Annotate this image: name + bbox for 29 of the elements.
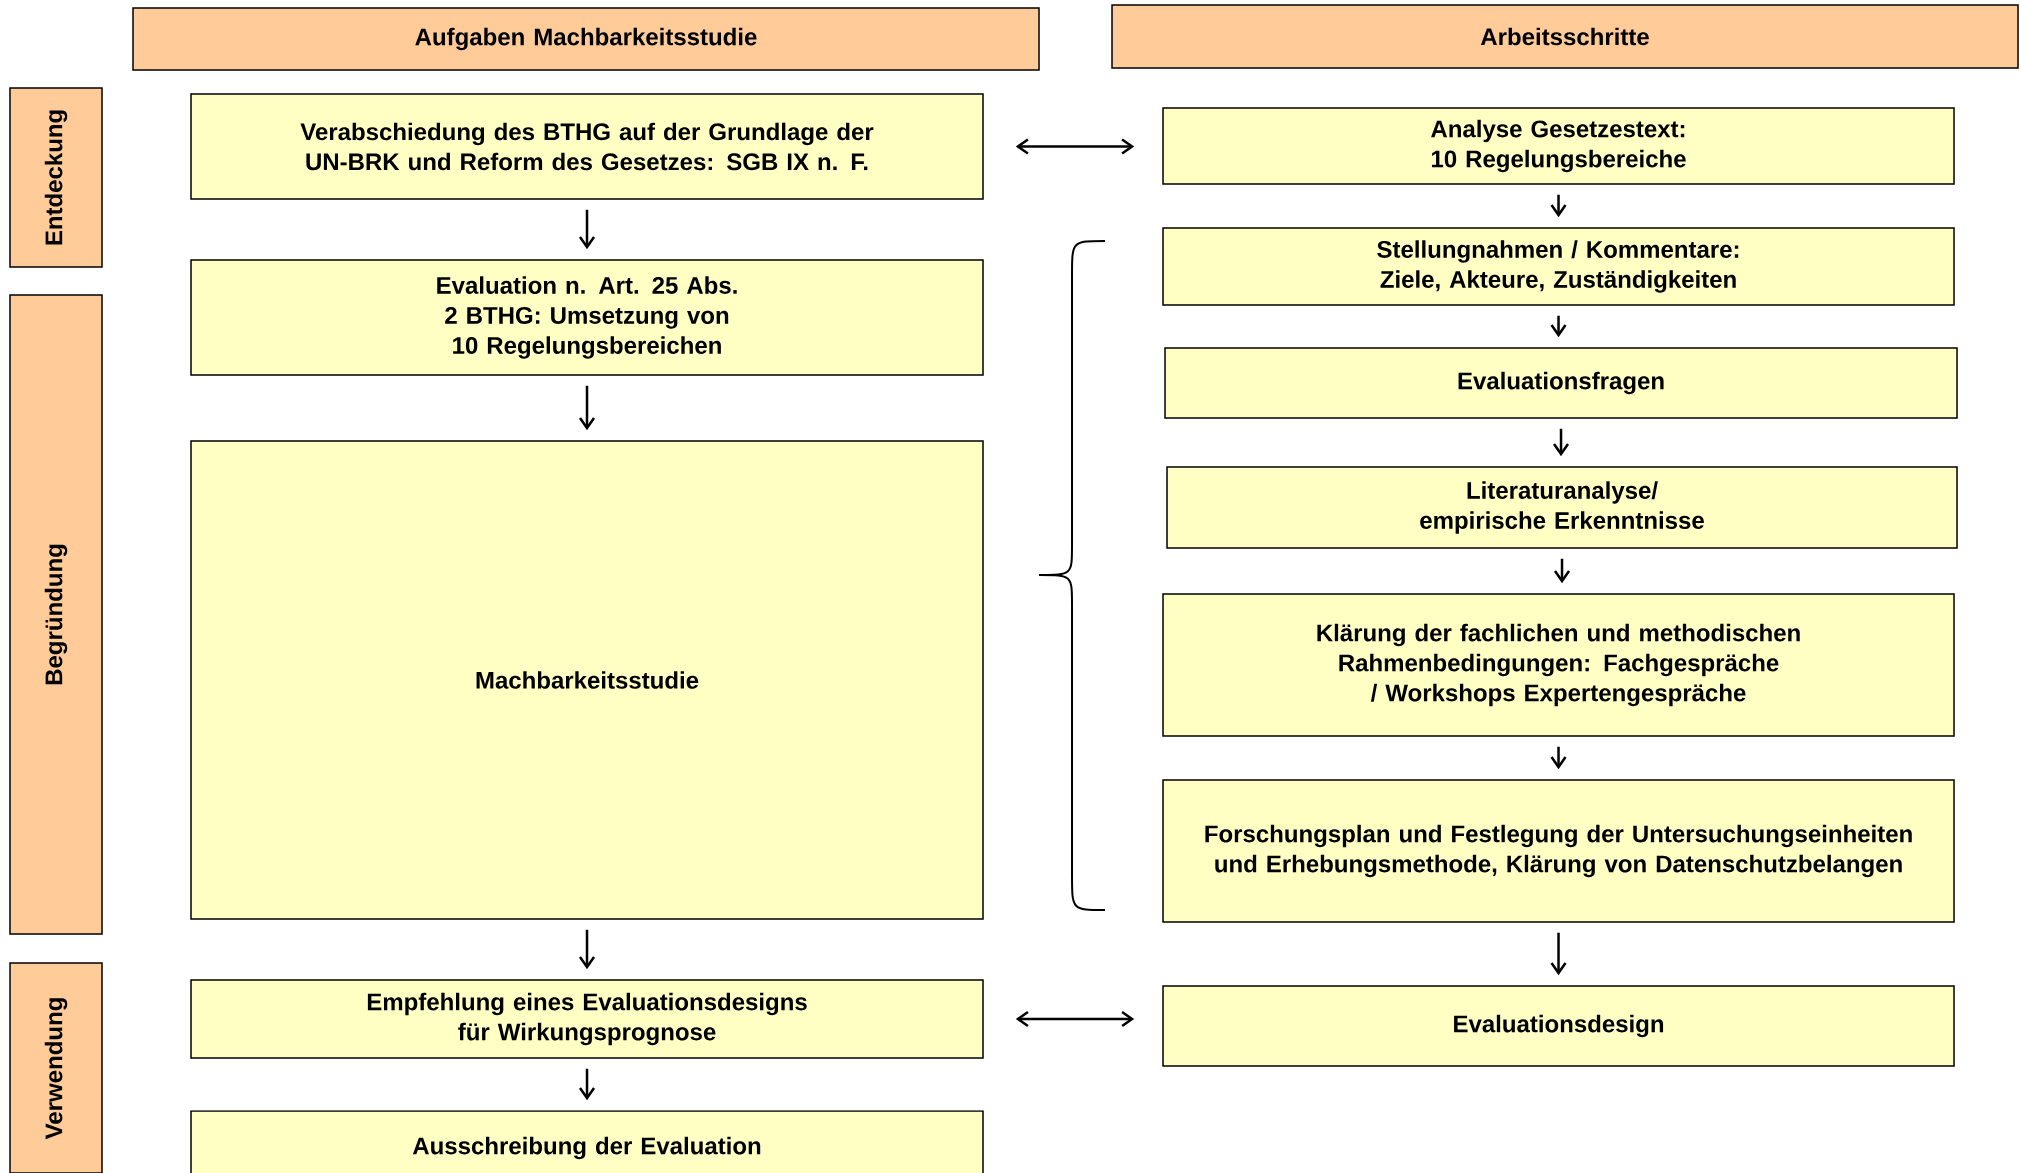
process-box: Ausschreibung der Evaluation — [190, 1110, 984, 1173]
phase-label: Begründung — [9, 294, 103, 935]
process-box: Verabschiedung des BTHG auf der Grundlage der UN-BRK und Reform des Gesetzes: SGB IX n. F. — [190, 93, 984, 200]
arrow — [1550, 932, 1567, 976]
process-box: Forschungsplan und Festlegung der Untersuchungseinheiten und Erhebungsmethode, Klärung von Datenschutzbelangen — [1162, 779, 1955, 923]
process-box: Klärung der fachlichen und methodischen Rahmenbedingungen: Fachgespräche / Workshops Expertengespräche — [1162, 593, 1955, 737]
arrow — [1550, 746, 1567, 770]
arrow — [1550, 315, 1567, 338]
process-box: Stellungnahmen / Kommentare: Ziele, Akteure, Zuständigkeiten — [1162, 227, 1955, 306]
arrow — [1015, 138, 1135, 155]
arrow — [1554, 558, 1571, 584]
arrow — [579, 209, 596, 250]
process-box: Literaturanalyse/ empirische Erkenntnisse — [1166, 466, 1958, 549]
process-box: Evaluation n. Art. 25 Abs. 2 BTHG: Umsetzung von 10 Regelungsbereichen — [190, 259, 984, 376]
column-header: Arbeitsschritte — [1111, 4, 2019, 69]
arrow — [1553, 428, 1570, 457]
arrow — [1550, 194, 1567, 218]
arrow — [579, 385, 596, 431]
process-box: Evaluationsdesign — [1162, 985, 1955, 1067]
process-box: Evaluationsfragen — [1164, 347, 1958, 419]
column-header: Aufgaben Machbarkeitsstudie — [132, 7, 1040, 71]
process-box: Empfehlung eines Evaluationsdesigns für Wirkungsprognose — [190, 979, 984, 1059]
phase-label: Entdeckung — [9, 87, 103, 268]
arrow — [579, 1068, 596, 1101]
process-box: Machbarkeitsstudie — [190, 440, 984, 920]
phase-label: Verwendung — [9, 962, 103, 1173]
process-box: Analyse Gesetzestext: 10 Regelungsbereiche — [1162, 107, 1955, 185]
arrow — [579, 929, 596, 970]
arrow — [1015, 1011, 1135, 1028]
